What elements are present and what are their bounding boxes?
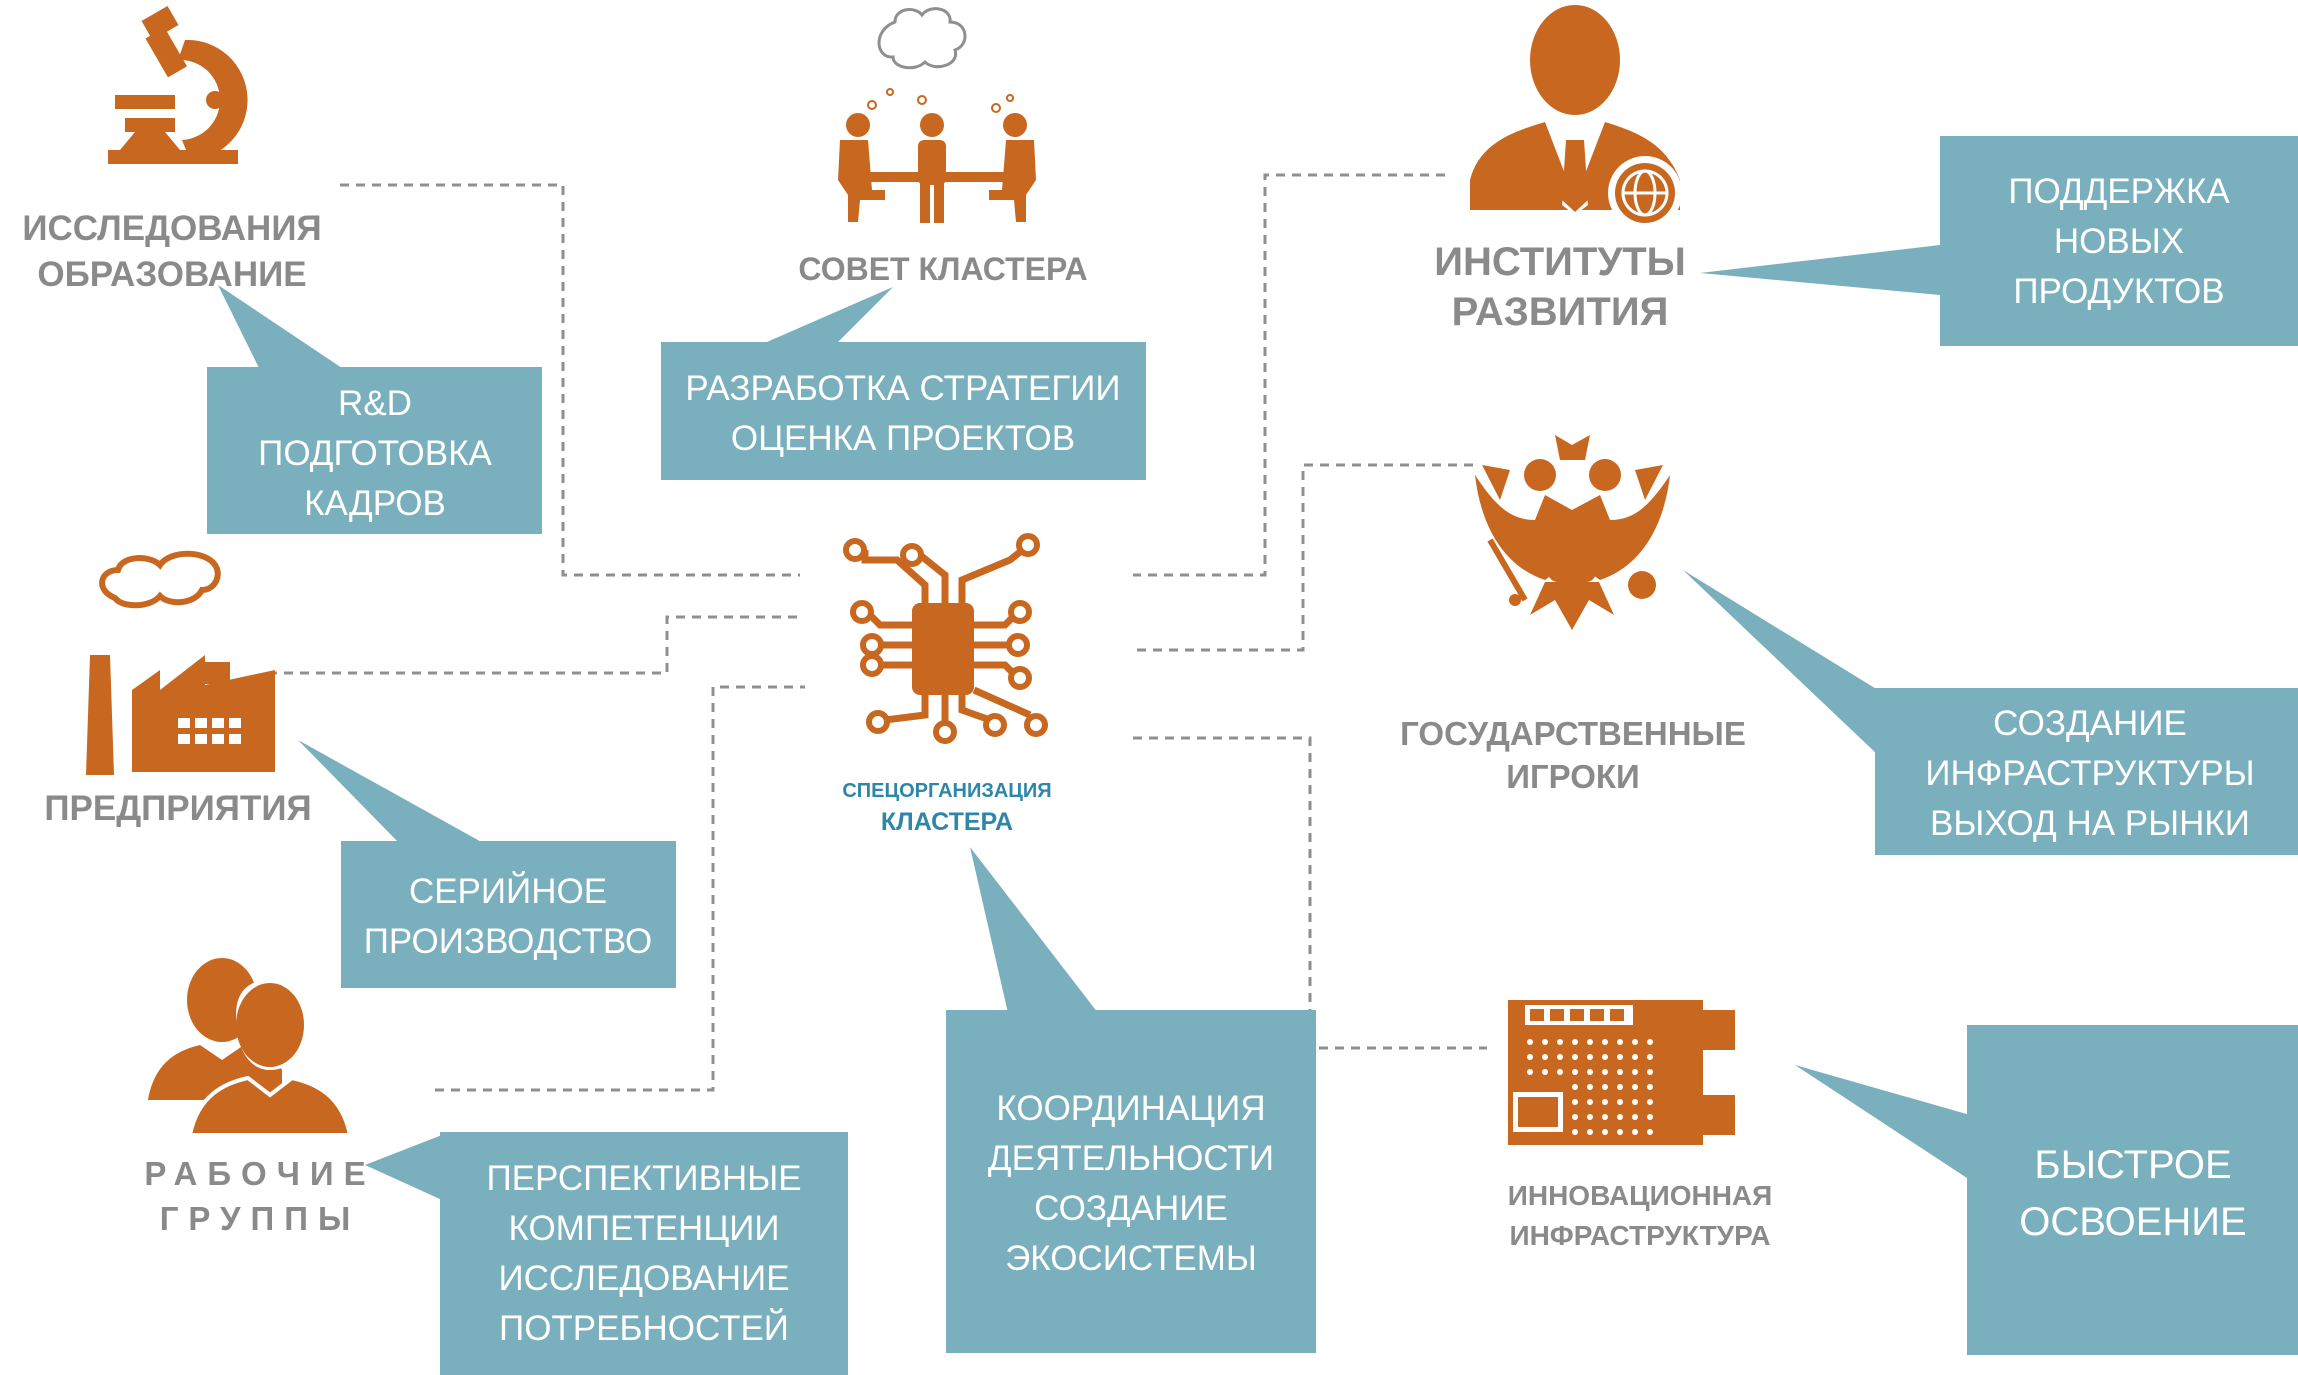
callout-center-box [946,1010,1316,1353]
callout-research-line1: R&D [338,384,412,423]
callout-groups-line3: ИССЛЕДОВАНИЕ [498,1259,789,1298]
connector-institutes [1133,173,1445,577]
callout-groups-box [440,1132,848,1375]
callout-groups-line2: КОМПЕТЕНЦИИ [508,1209,779,1248]
label-infrastructure-line2: ИНФРАСТРУКТУРА [1509,1220,1770,1251]
callout-groups-pointer [365,1135,442,1200]
callout-council-box [661,342,1146,480]
label-enterprises: ПРЕДПРИЯТИЯ [44,789,311,828]
meeting-icon [838,7,1036,223]
connectors [268,173,1487,1092]
callout-groups-line1: ПЕРСПЕКТИВНЫЕ [486,1159,801,1198]
label-council: СОВЕТ КЛАСТЕРА [798,251,1087,287]
callout-state-box [1875,688,2298,855]
label-infrastructure-line1: ИННОВАЦИОННАЯ [1508,1180,1773,1211]
callout-research-box [207,367,542,534]
callout-infrastructure-pointer [1795,1065,1970,1180]
callout-center-line3: СОЗДАНИЕ [1034,1189,1228,1228]
connector-infrastructure [1133,736,1487,1050]
connector-state [1133,463,1473,652]
callout-center-line4: ЭКОСИСТЕМЫ [1005,1239,1257,1278]
label-research-line1: ИССЛЕДОВАНИЯ [22,209,321,248]
callout-research-pointer [218,285,345,370]
callout-council-line2: ОЦЕНКА ПРОЕКТОВ [731,419,1075,458]
callout-texts: R&D ПОДГОТОВКА КАДРОВ РАЗРАБОТКА СТРАТЕГ… [258,172,2254,1348]
callout-institutes-box [1940,136,2298,346]
callout-institutes-line2: НОВЫХ [2054,222,2184,261]
callout-state-line3: ВЫХОД НА РЫНКИ [1930,804,2250,843]
people-icon [148,958,353,1137]
callout-infrastructure-line1: БЫСТРОЕ [2034,1143,2231,1187]
callout-research-line2: ПОДГОТОВКА [258,434,492,473]
callout-council-line1: РАЗРАБОТКА СТРАТЕГИИ [685,369,1120,408]
center-label-line2: КЛАСТЕРА [881,808,1013,836]
callout-enterprises-line1: СЕРИЙНОЕ [409,871,607,911]
label-state-line2: ИГРОКИ [1506,758,1640,795]
callout-institutes-line1: ПОДДЕРЖКА [2008,172,2230,211]
callout-enterprises-box [341,841,676,988]
connector-groups [435,685,805,1092]
circuit-board-icon [1508,1000,1735,1145]
label-state-line1: ГОСУДАРСТВЕННЫЕ [1400,715,1746,752]
label-institutes-line2: РАЗВИТИЯ [1452,290,1669,334]
callout-state-line2: ИНФРАСТРУКТУРЫ [1925,754,2254,793]
callout-enterprises-pointer [298,740,485,844]
chip-icon [843,533,1048,744]
callout-enterprises-line2: ПРОИЗВОДСТВО [364,922,653,961]
callout-council-pointer [760,287,893,345]
callout-research-line3: КАДРОВ [304,484,446,523]
callout-center-line1: КООРДИНАЦИЯ [996,1089,1265,1128]
businessman-globe-icon [1470,5,1682,230]
callout-infrastructure-box [1967,1025,2298,1355]
connector-research [340,183,800,577]
callout-groups-line4: ПОТРЕБНОСТЕЙ [499,1308,789,1348]
actor-labels: ИССЛЕДОВАНИЯ ОБРАЗОВАНИЕ СОВЕТ КЛАСТЕРА … [22,209,1772,1251]
label-research-line2: ОБРАЗОВАНИЕ [37,255,306,294]
center-label-line1: СПЕЦОРГАНИЗАЦИЯ [842,780,1051,802]
icons [86,5,1735,1145]
microscope-icon [108,5,248,164]
callout-state-line1: СОЗДАНИЕ [1993,704,2187,743]
label-institutes-line1: ИНСТИТУТЫ [1434,240,1686,284]
callout-institutes-line3: ПРОДУКТОВ [2013,272,2224,311]
callout-center-pointer [970,847,1098,1013]
double-eagle-icon [1475,435,1670,630]
callout-center-line2: ДЕЯТЕЛЬНОСТИ [988,1139,1274,1178]
callout-institutes-pointer [1700,245,1940,295]
connector-enterprises [268,615,800,675]
callouts [207,136,2298,1375]
callout-state-pointer [1683,570,1878,755]
label-groups-line1: РАБОЧИЕ [144,1155,375,1192]
factory-icon [86,550,275,775]
callout-infrastructure-line2: ОСВОЕНИЕ [2019,1200,2246,1244]
label-groups-line2: ГРУППЫ [160,1200,361,1237]
center-label: СПЕЦОРГАНИЗАЦИЯ КЛАСТЕРА [842,780,1051,836]
